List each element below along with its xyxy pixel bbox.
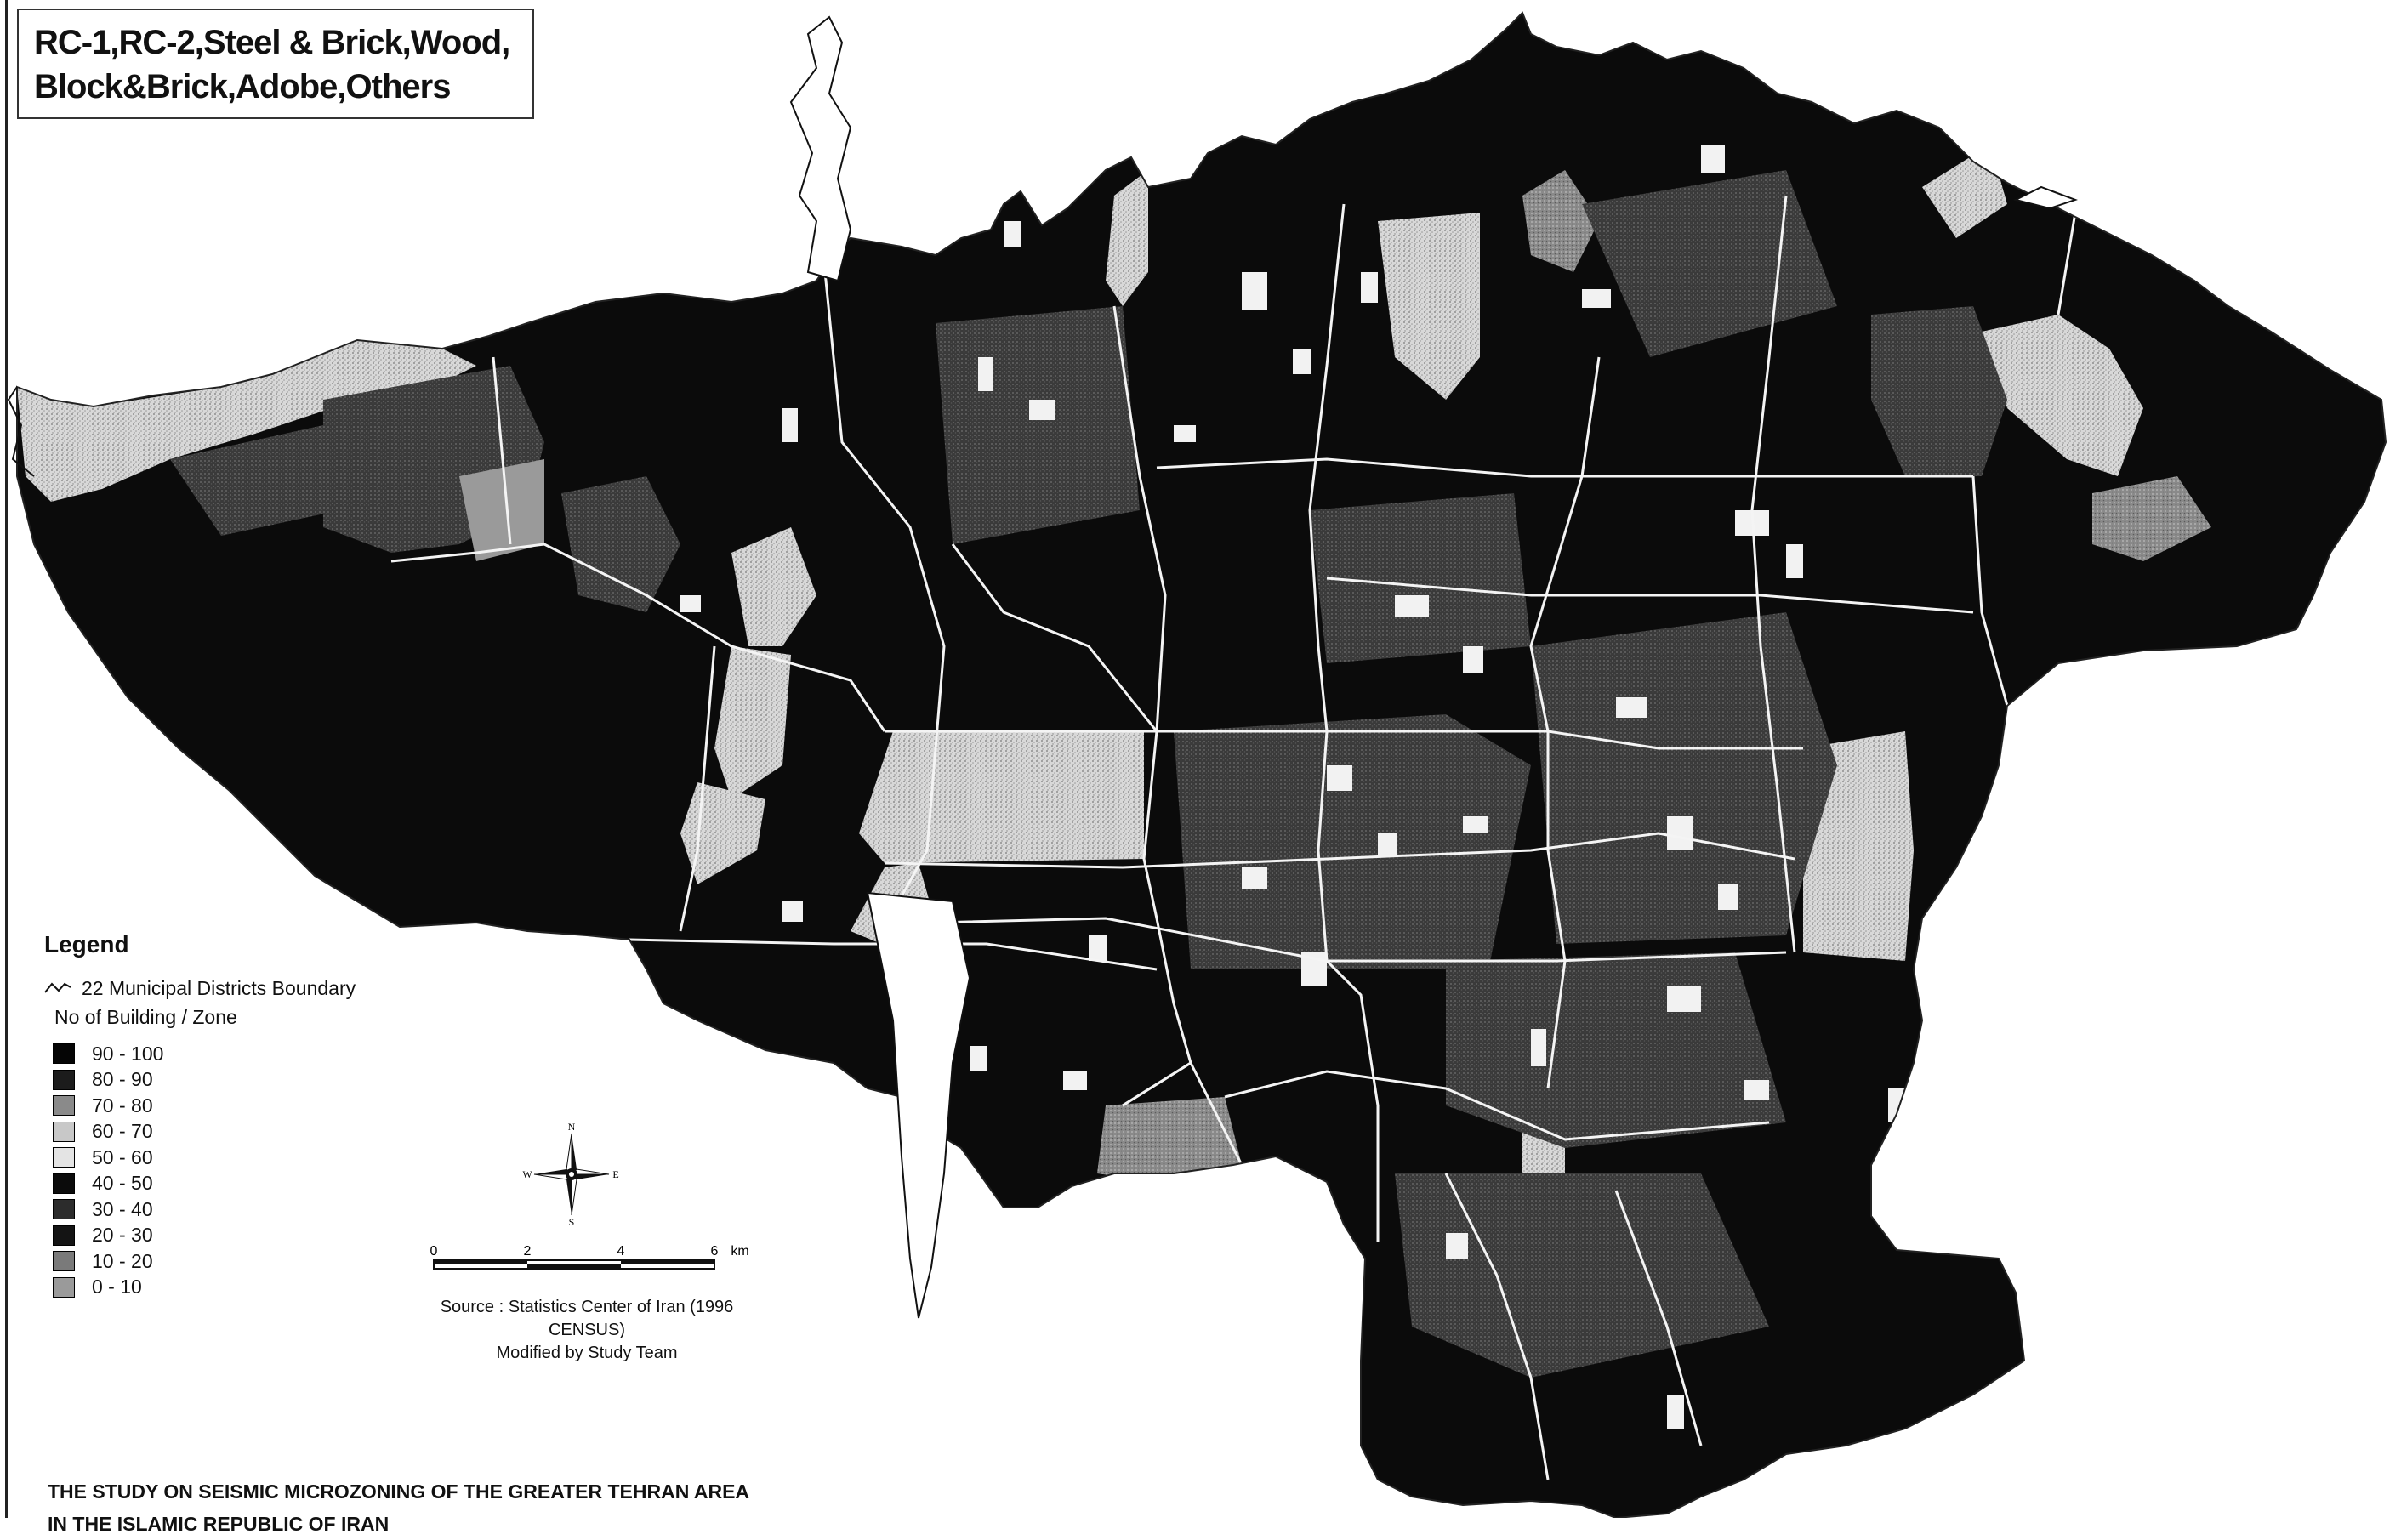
legend-class-row: 30 - 40 [53,1196,401,1223]
compass-s: S [569,1216,575,1228]
legend-class-label: 40 - 50 [92,1172,153,1195]
legend-class-row: 80 - 90 [53,1067,401,1094]
source-line-1: Source : Statistics Center of Iran (1996… [440,1298,734,1339]
legend-class-label: 70 - 80 [92,1094,153,1117]
map-title-box: RC-1,RC-2,Steel & Brick,Wood, Block&Bric… [17,9,534,119]
scale-tick-2: 2 [524,1244,532,1259]
legend-class-row: 40 - 50 [53,1171,401,1197]
legend-class-label: 30 - 40 [92,1197,153,1220]
legend-swatch [53,1043,75,1065]
legend-boundary-label: 22 Municipal Districts Boundary [82,976,356,999]
scale-tick-0: 0 [430,1244,438,1259]
legend-swatch [53,1173,75,1194]
study-footer: THE STUDY ON SEISMIC MICROZONING OF THE … [48,1475,749,1540]
legend-class-row: 50 - 60 [53,1145,401,1171]
legend-boundary-entry: 22 Municipal Districts Boundary [44,974,401,1003]
map-source: Source : Statistics Center of Iran (1996… [400,1296,774,1365]
legend-class-label: 60 - 70 [92,1120,153,1143]
legend-class-label: 80 - 90 [92,1068,153,1091]
legend-class-label: 90 - 100 [92,1042,164,1065]
legend-subtitle: No of Building / Zone [54,1006,237,1028]
legend-heading: Legend [44,931,129,958]
scale-bar: 0 2 4 6 km [425,1240,757,1291]
map-title-line-2: Block&Brick,Adobe,Others [34,68,451,105]
legend-swatch [53,1276,75,1298]
legend-swatch [53,1069,75,1090]
river-south [866,891,971,1319]
footer-line-1: THE STUDY ON SEISMIC MICROZONING OF THE … [48,1480,750,1503]
map-title-line-1: RC-1,RC-2,Steel & Brick,Wood, [34,24,510,61]
source-line-2: Modified by Study Team [496,1344,678,1362]
legend-swatch [53,1225,75,1246]
legend-class-row: 20 - 30 [53,1223,401,1249]
legend-swatch [53,1251,75,1272]
legend-class-label: 0 - 10 [92,1276,142,1298]
legend-class-label: 10 - 20 [92,1249,153,1272]
legend-class-row: 70 - 80 [53,1093,401,1119]
boundary-line-icon [44,982,71,993]
scale-unit: km [731,1244,748,1259]
compass-e: E [612,1168,618,1180]
legend-swatch [53,1147,75,1168]
legend-class-label: 50 - 60 [92,1145,153,1168]
legend-class-label: 20 - 30 [92,1224,153,1247]
legend-class-row: 60 - 70 [53,1119,401,1145]
legend-swatch [53,1121,75,1142]
map-legend: Legend 22 Municipal Districts Boundary N… [44,931,401,1300]
compass-n: N [568,1121,576,1133]
legend-class-row: 10 - 20 [53,1248,401,1275]
scale-tick-6: 6 [711,1244,719,1259]
scale-tick-4: 4 [617,1244,625,1259]
legend-swatch [53,1199,75,1220]
compass-w: W [522,1168,532,1180]
legend-class-row: 0 - 10 [53,1275,401,1301]
river-north [789,15,852,282]
north-arrow-icon: N S W E [521,1118,623,1229]
legend-class-row: 90 - 100 [53,1041,401,1067]
page-border [5,0,8,1518]
zone-patches [17,145,2211,1480]
legend-swatch [53,1095,75,1117]
footer-line-2: IN THE ISLAMIC REPUBLIC OF IRAN [48,1513,390,1535]
